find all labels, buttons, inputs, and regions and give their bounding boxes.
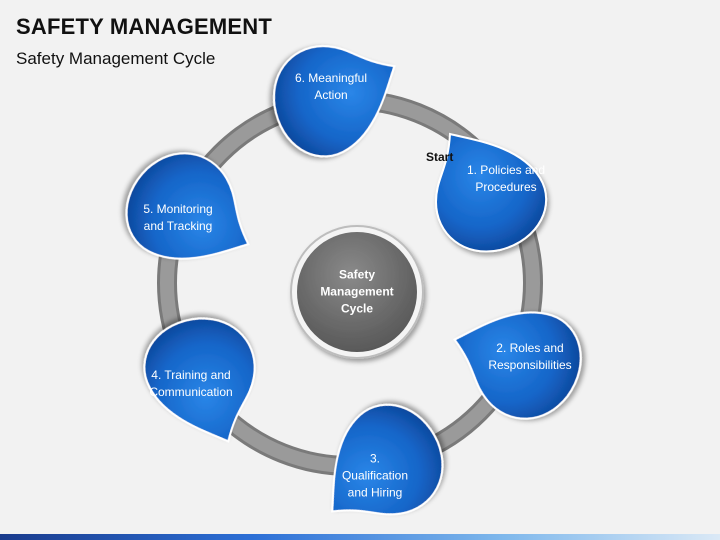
step-2-label: 2. Roles and Responsibilities bbox=[488, 341, 572, 372]
slide-title: SAFETY MANAGEMENT bbox=[16, 14, 273, 39]
step-3-label: 3. Qualification and Hiring bbox=[341, 451, 409, 500]
center-hub bbox=[290, 225, 424, 359]
step-5-label: 5. Monitoring and Tracking bbox=[143, 202, 213, 233]
step-4-label: 4. Training and Communication bbox=[149, 368, 233, 399]
bottom-accent-bar bbox=[0, 534, 720, 540]
step-6-label: 6. Meaningful Action bbox=[294, 71, 368, 102]
center-hub-label: Safety Management Cycle bbox=[320, 267, 394, 316]
step-1-label: 1. Policies and Procedures bbox=[466, 163, 546, 194]
slide-subtitle: Safety Management Cycle bbox=[16, 49, 216, 68]
start-label: Start bbox=[426, 150, 454, 164]
